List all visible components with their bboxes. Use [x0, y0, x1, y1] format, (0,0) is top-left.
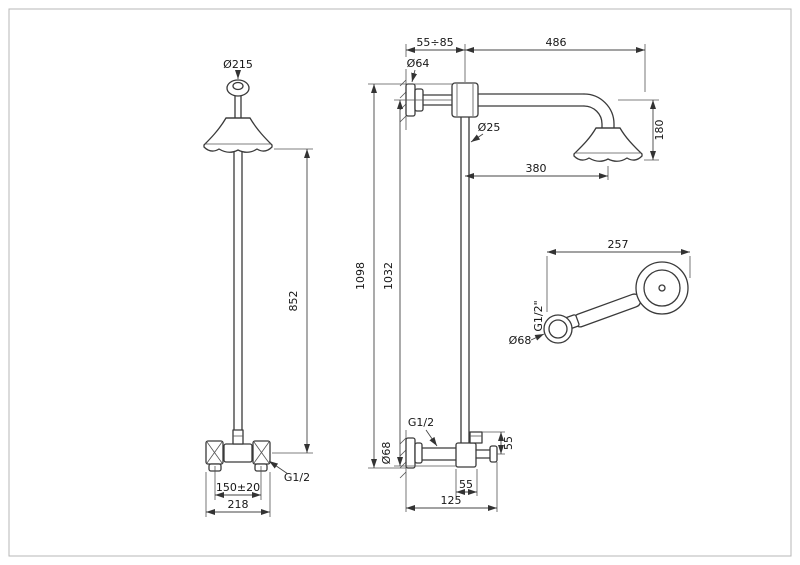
dim-handshower-flange-diameter-label: Ø68 — [509, 334, 532, 347]
dim-head-diameter-label: Ø215 — [223, 58, 253, 71]
dim-wall-offset-range-label: 55÷85 — [416, 36, 453, 49]
dim-inlet-spacing-label: 150±20 — [216, 481, 260, 494]
riser-pipe-front — [233, 129, 243, 445]
dim-body-width: 55 — [455, 469, 478, 496]
dim-arm-reach-label: 486 — [546, 36, 567, 49]
front-view: Ø215 852 G1/2 150±20 218 — [203, 58, 313, 517]
dim-body-width-label: 55 — [459, 478, 473, 491]
dim-overall-width: 218 — [205, 472, 271, 517]
dim-inlet-thread: G1/2 — [408, 416, 438, 447]
dim-riser-height-label: 852 — [287, 291, 300, 312]
dim-overall-width-label: 218 — [228, 498, 249, 511]
dim-overall-depth-label: 125 — [441, 494, 462, 507]
dim-inlet-thread-label: G1/2 — [408, 416, 434, 429]
inlet-escutcheon — [414, 442, 423, 464]
dim-overall-depth: 125 — [405, 462, 498, 512]
diverter-cap — [469, 431, 483, 444]
side-view: 55÷85 486 Ø64 180 Ø25 380 1 — [354, 36, 666, 512]
shower-head-side — [573, 127, 643, 162]
dim-handshower-flange-diameter: Ø68 — [509, 333, 545, 347]
dim-connection-thread-front: G1/2 — [268, 460, 310, 484]
dim-outlet-height: 55 — [482, 431, 515, 455]
dim-riser-diameter: Ø25 — [470, 121, 501, 143]
dim-wall-offset-range: 55÷85 — [406, 36, 466, 82]
dim-head-diameter: Ø215 — [223, 58, 253, 79]
mixer-body — [223, 443, 253, 463]
ceiling-flange — [226, 79, 250, 121]
riser-pipe-side — [460, 116, 470, 445]
inlet-wall-flange — [405, 437, 416, 469]
dim-handshower-thread-label: G1/2" — [532, 300, 545, 331]
bottom-inlet-assembly — [399, 430, 498, 480]
dim-handshower-length-label: 257 — [608, 238, 629, 251]
dim-escutcheon-diameter: Ø64 — [402, 57, 434, 83]
dim-overall-height: 1098 — [354, 83, 452, 469]
dim-handshower-length: 257 — [546, 238, 691, 312]
dim-head-projection: 380 — [465, 162, 609, 180]
dim-riser-length-label: 1032 — [382, 262, 395, 290]
handshower-outlet — [489, 445, 498, 463]
shower-head-front — [203, 117, 273, 153]
riser-junction — [455, 442, 477, 468]
dim-inlet-flange-diameter-label: Ø68 — [380, 442, 393, 465]
dim-riser-height: 852 — [272, 148, 313, 454]
dim-riser-diameter-label: Ø25 — [478, 121, 501, 134]
dim-outlet-height-label: 55 — [502, 436, 515, 450]
dim-inlet-flange-diameter: Ø68 — [380, 442, 393, 465]
dim-head-drop-label: 180 — [653, 120, 666, 141]
dim-escutcheon-diameter-label: Ø64 — [407, 57, 430, 70]
dim-head-projection-label: 380 — [526, 162, 547, 175]
dim-arm-reach: 486 — [465, 36, 646, 92]
diverter-knob — [232, 429, 244, 445]
dim-riser-length: 1032 — [382, 99, 456, 467]
riser-tee — [451, 82, 479, 118]
dim-overall-height-label: 1098 — [354, 262, 367, 290]
dim-inlet-spacing: 150±20 — [214, 466, 262, 500]
dim-connection-thread-front-label: G1/2 — [284, 471, 310, 484]
dim-handshower-thread: G1/2" — [532, 300, 545, 331]
dim-head-drop: 180 — [618, 99, 666, 161]
handshower-detail: 257 G1/2" Ø68 — [509, 238, 691, 347]
